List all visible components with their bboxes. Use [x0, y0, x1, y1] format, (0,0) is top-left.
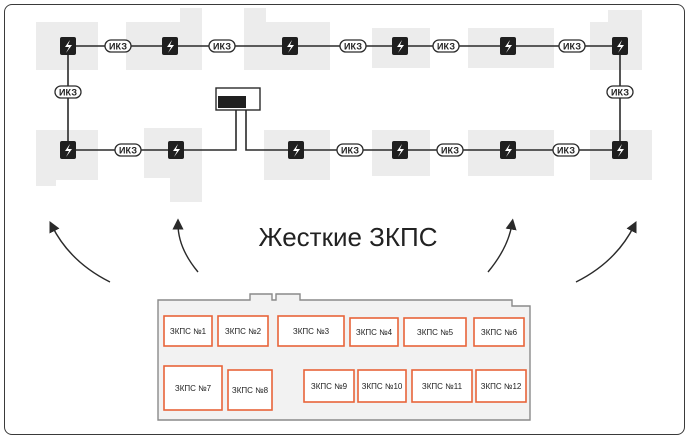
zone-group: ЗКПС №1 ЗКПС №2 ЗКПС №3 ЗКПС №4 ЗКПС №5 ЗКПС … — [163, 315, 527, 411]
zone-label: ЗКПС №3 — [293, 327, 330, 336]
zone-label: ЗКПС №1 — [170, 327, 207, 336]
diagram-title: Жесткие ЗКПС — [259, 222, 438, 252]
zone-label: ЗКПС №11 — [422, 382, 463, 391]
lightning-bolt-icon — [162, 37, 178, 55]
zone-2: ЗКПС №2 — [217, 315, 269, 347]
zone-label: ЗКПС №12 — [481, 382, 522, 391]
isolator-label: ИКЗ — [611, 88, 629, 98]
isolator-label: ИКЗ — [437, 42, 455, 52]
lightning-bolt-icon — [392, 141, 408, 159]
lightning-bolt-icon — [282, 37, 298, 55]
isolator-label: ИКЗ — [341, 146, 359, 156]
diagram-frame — [4, 4, 685, 435]
zone-4: ЗКПС №4 — [349, 317, 399, 347]
lightning-bolt-icon — [500, 141, 516, 159]
isolator-badge: ИКЗ — [208, 39, 236, 53]
lightning-bolt-icon — [168, 141, 184, 159]
zone-label: ЗКПС №10 — [362, 382, 403, 391]
isolator-label: ИКЗ — [59, 88, 77, 98]
isolator-badge: ИКЗ — [114, 143, 142, 157]
zone-1: ЗКПС №1 — [163, 315, 213, 347]
lightning-bolt-icon — [392, 37, 408, 55]
zone-7: ЗКПС №7 — [163, 365, 223, 411]
zone-label: ЗКПС №2 — [225, 327, 262, 336]
lightning-bolt-icon — [500, 37, 516, 55]
floor-plan: ЗКПС №1 ЗКПС №2 ЗКПС №3 ЗКПС №4 ЗКПС №5 ЗКПС … — [157, 293, 531, 421]
arrow-left-inner — [172, 218, 199, 273]
lightning-bolt-icon — [60, 37, 76, 55]
arrows — [49, 218, 637, 283]
isolator-group: ИКЗ ИКЗ ИКЗ ИКЗ ИКЗ ИКЗ ИКЗ ИКЗ ИКЗ ИКЗ ИКЗ — [54, 39, 634, 157]
isolator-label: ИКЗ — [441, 146, 459, 156]
zone-8: ЗКПС №8 — [227, 369, 273, 411]
device-group — [60, 37, 628, 159]
isolator-label: ИКЗ — [557, 146, 575, 156]
arrow-right-outer — [575, 220, 637, 283]
isolator-badge: ИКЗ — [558, 39, 586, 53]
isolator-label: ИКЗ — [119, 146, 137, 156]
isolator-badge: ИКЗ — [436, 143, 464, 157]
zone-3: ЗКПС №3 — [277, 315, 345, 347]
isolator-badge: ИКЗ — [104, 39, 132, 53]
isolator-badge: ИКЗ — [606, 85, 634, 99]
zone-11: ЗКПС №11 — [411, 369, 473, 403]
control-panel — [215, 87, 261, 111]
isolator-badge: ИКЗ — [339, 39, 367, 53]
lightning-bolt-icon — [612, 141, 628, 159]
background-blocks — [36, 8, 652, 202]
zone-9: ЗКПС №9 — [303, 369, 355, 403]
isolator-label: ИКЗ — [344, 42, 362, 52]
zone-label: ЗКПС №5 — [417, 328, 454, 337]
isolator-badge: ИКЗ — [552, 143, 580, 157]
arrow-right-inner — [487, 218, 517, 273]
isolator-badge: ИКЗ — [54, 85, 82, 99]
zone-label: ЗКПС №6 — [481, 328, 518, 337]
isolator-label: ИКЗ — [563, 42, 581, 52]
lightning-bolt-icon — [612, 37, 628, 55]
arrow-left-outer — [49, 220, 111, 283]
zone-label: ЗКПС №4 — [356, 328, 393, 337]
isolator-badge: ИКЗ — [432, 39, 460, 53]
lightning-bolt-icon — [60, 141, 76, 159]
zone-12: ЗКПС №12 — [475, 369, 527, 403]
zone-5: ЗКПС №5 — [403, 317, 467, 347]
isolator-label: ИКЗ — [213, 42, 231, 52]
zone-6: ЗКПС №6 — [473, 317, 525, 347]
zone-label: ЗКПС №8 — [232, 386, 269, 395]
isolator-badge: ИКЗ — [336, 143, 364, 157]
zone-label: ЗКПС №7 — [175, 384, 212, 393]
zone-label: ЗКПС №9 — [311, 382, 348, 391]
lightning-bolt-icon — [288, 141, 304, 159]
isolator-label: ИКЗ — [109, 42, 127, 52]
zone-10: ЗКПС №10 — [357, 369, 407, 403]
